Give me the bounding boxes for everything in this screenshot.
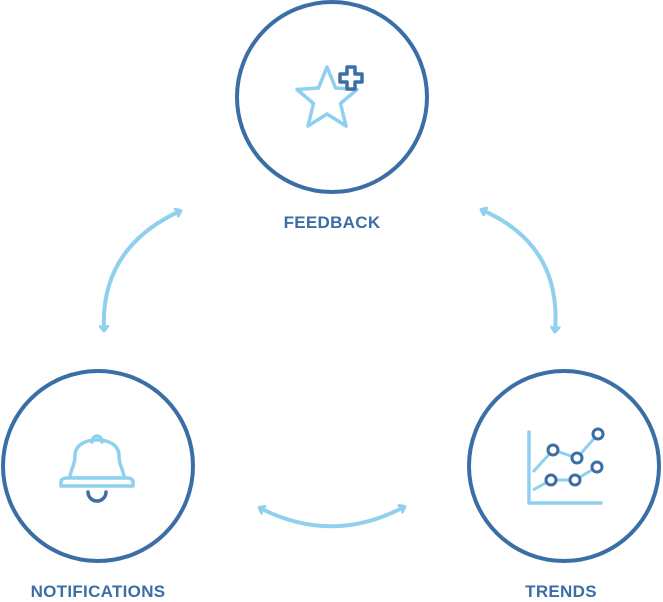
arrow-notifications-trends <box>260 507 404 529</box>
notifications-label: NOTIFICATIONS <box>30 582 166 601</box>
feedback-node <box>235 0 429 194</box>
line-chart-icon <box>527 427 605 505</box>
trends-circle <box>467 369 661 563</box>
star-plus-icon <box>295 65 364 128</box>
arrow-feedback-trends <box>482 210 556 331</box>
feedback-label: FEEDBACK <box>283 213 381 232</box>
notifications-circle <box>1 369 195 563</box>
bell-icon <box>59 434 135 503</box>
feedback-circle <box>235 0 429 194</box>
notifications-node <box>1 369 195 563</box>
trends-node <box>467 369 661 563</box>
trends-label: TRENDS <box>525 582 597 601</box>
arrow-feedback-notifications <box>104 211 180 330</box>
